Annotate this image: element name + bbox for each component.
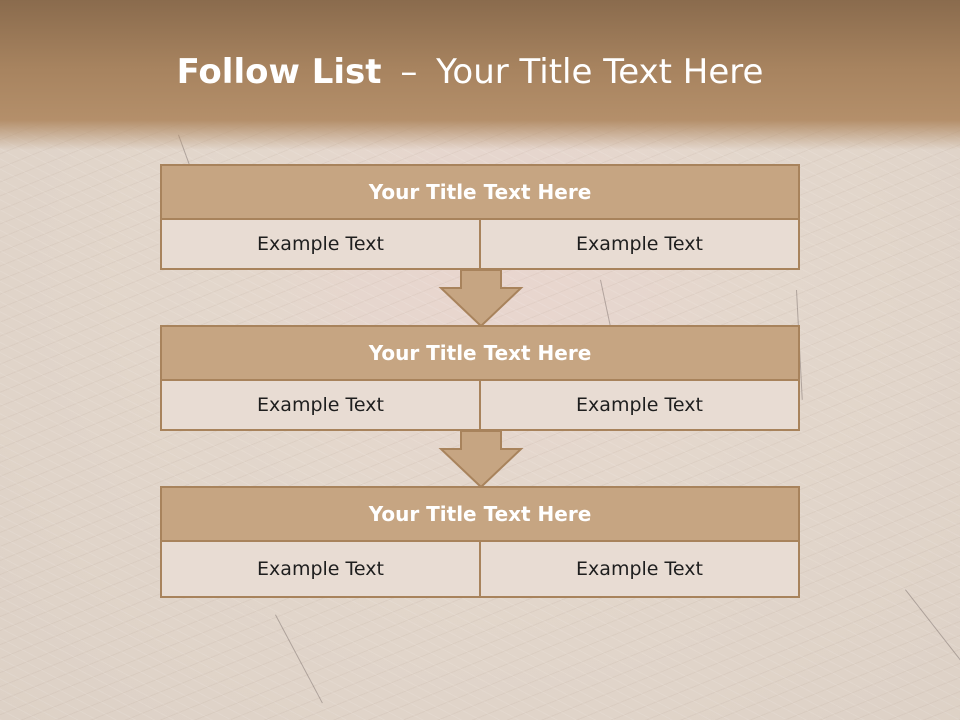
block-row: Example Text Example Text [160, 381, 800, 431]
block-cell-left: Example Text [160, 381, 481, 431]
title-text: Your Title Text Here [436, 52, 764, 92]
block-cell-left: Example Text [160, 220, 481, 270]
block-title: Your Title Text Here [160, 486, 800, 542]
block-cell-right: Example Text [481, 542, 800, 598]
list-block-3: Your Title Text Here Example Text Exampl… [160, 486, 800, 598]
header-band [0, 0, 960, 150]
block-cell-right: Example Text [481, 220, 800, 270]
block-row: Example Text Example Text [160, 542, 800, 598]
page-title: Follow List – Your Title Text Here [0, 52, 940, 92]
down-arrow-icon [438, 270, 524, 328]
block-title: Your Title Text Here [160, 164, 800, 220]
title-bold: Follow List [176, 52, 382, 92]
list-block-1: Your Title Text Here Example Text Exampl… [160, 164, 800, 270]
down-arrow-icon [438, 431, 524, 489]
block-cell-left: Example Text [160, 542, 481, 598]
list-block-2: Your Title Text Here Example Text Exampl… [160, 325, 800, 431]
block-title: Your Title Text Here [160, 325, 800, 381]
title-separator: – [400, 52, 418, 92]
block-cell-right: Example Text [481, 381, 800, 431]
block-row: Example Text Example Text [160, 220, 800, 270]
